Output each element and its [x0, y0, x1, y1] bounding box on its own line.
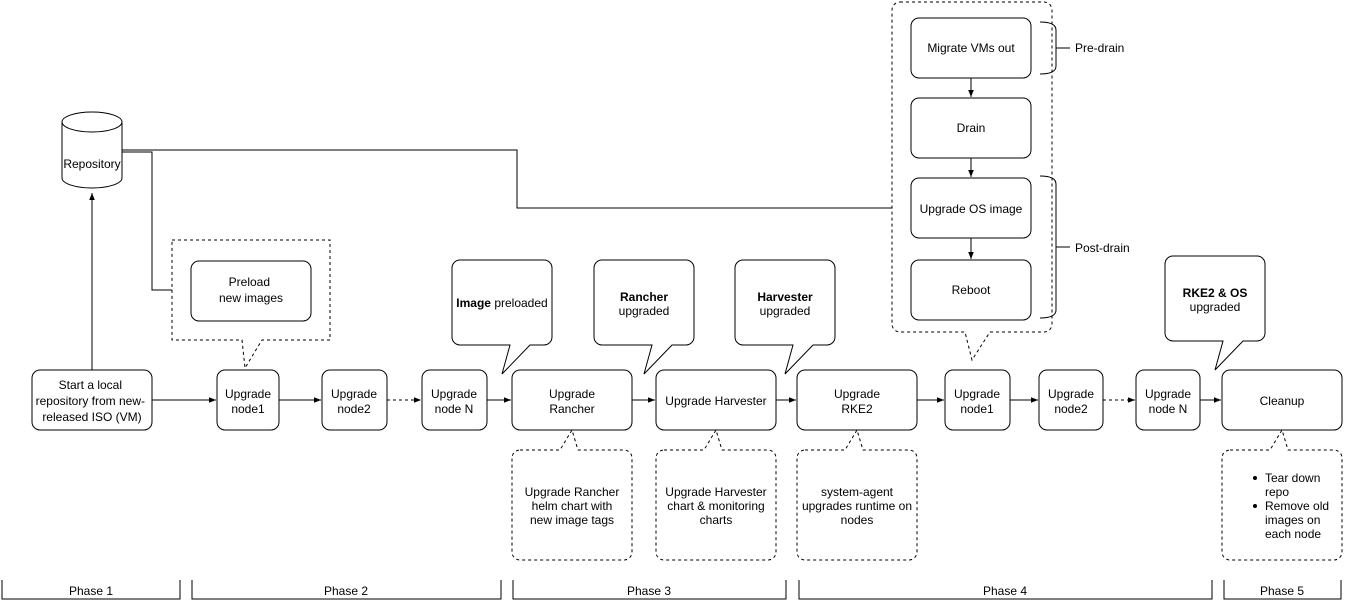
- phase-2-bracket: [191, 580, 502, 600]
- svg-text:Upgrade Harvester: Upgrade Harvester: [665, 394, 766, 408]
- repository-label: Repository: [63, 157, 120, 171]
- svg-text:Reboot: Reboot: [952, 283, 991, 297]
- phase-3-label: Phase 3: [627, 584, 671, 598]
- phase-4-bracket: [798, 580, 1213, 600]
- start-box-label: Start a local repository from new- relea…: [36, 378, 149, 424]
- drain-box: Drain: [910, 97, 1032, 159]
- image-preloaded-callout: Image preloaded: [451, 259, 553, 375]
- repository-cylinder: Repository: [61, 111, 123, 189]
- phase-1-bracket: [1, 580, 181, 600]
- phase-5-bracket: [1223, 580, 1342, 600]
- svg-text:Migrate VMs out: Migrate VMs out: [927, 41, 1015, 55]
- reboot-box: Reboot: [910, 259, 1032, 321]
- phase-markers: Phase 1 Phase 2 Phase 3 Phase 4 Phase 5: [1, 580, 1342, 600]
- phase-5-label: Phase 5: [1260, 584, 1304, 598]
- preload-group: Preload new images: [171, 239, 331, 370]
- svg-text:Upgrade OS image: Upgrade OS image: [920, 202, 1023, 216]
- svg-text:Image preloaded: Image preloaded: [456, 296, 547, 310]
- upgrade-harvester-box: Upgrade Harvester: [655, 369, 777, 431]
- phase-3-bracket: [512, 580, 787, 600]
- pre-drain-label: Pre-drain: [1075, 41, 1124, 55]
- cleanup-box: Cleanup: [1221, 369, 1343, 431]
- phase-2-label: Phase 2: [324, 584, 368, 598]
- svg-text:Cleanup: Cleanup: [1260, 394, 1305, 408]
- phase-4-label: Phase 4: [983, 584, 1027, 598]
- phase-1-label: Phase 1: [69, 584, 113, 598]
- repo-to-os-image-edge: [122, 149, 910, 211]
- repo-to-preload-edge: [122, 151, 190, 293]
- preload-box: Preload new images: [219, 275, 283, 305]
- svg-text:Drain: Drain: [957, 121, 986, 135]
- repo-edges: [89, 149, 910, 370]
- node-upgrade-detail: Migrate VMs out Drain Upgrade OS image R…: [891, 1, 1130, 362]
- migrate-vms-box: Migrate VMs out: [910, 17, 1032, 79]
- post-drain-label: Post-drain: [1075, 241, 1130, 255]
- upgrade-os-image-box: Upgrade OS image: [910, 177, 1032, 239]
- start-box: Start a local repository from new- relea…: [31, 369, 153, 431]
